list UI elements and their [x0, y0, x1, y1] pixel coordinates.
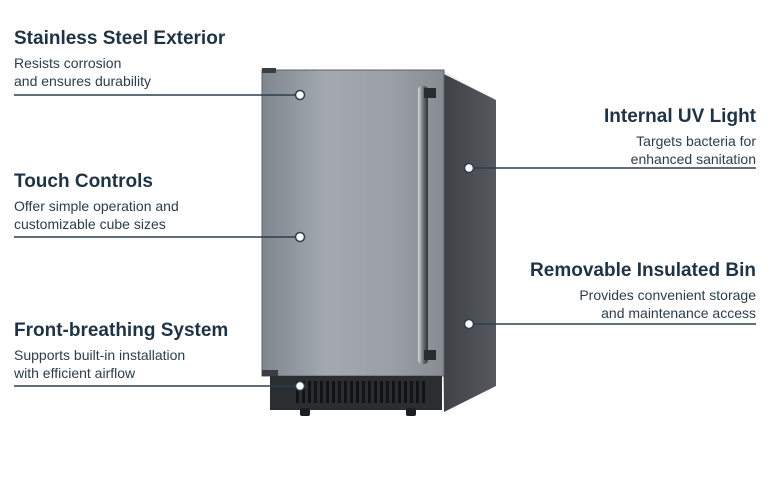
feature-insulated-bin: Removable Insulated Bin Provides conveni… — [496, 260, 756, 322]
vent-slat — [320, 381, 323, 403]
foot-right — [406, 408, 416, 416]
vent-slat — [380, 381, 383, 403]
vent-slat — [344, 381, 347, 403]
vent-slat — [332, 381, 335, 403]
vent-slat — [362, 381, 365, 403]
feature-title: Front-breathing System — [14, 320, 229, 341]
vent-slat — [410, 381, 413, 403]
door-hinge-bottom — [262, 370, 278, 376]
callout-dot-icon — [463, 162, 475, 174]
vent-slat — [308, 381, 311, 403]
vent-slat — [374, 381, 377, 403]
feature-uv-light: Internal UV Light Targets bacteria for e… — [496, 106, 756, 168]
feature-title: Stainless Steel Exterior — [14, 28, 226, 49]
feature-title: Removable Insulated Bin — [530, 260, 756, 281]
feature-touch-controls: Touch Controls Offer simple operation an… — [14, 171, 274, 233]
foot-left — [300, 408, 310, 416]
door-handle — [418, 86, 428, 364]
feature-description: Provides convenient storage and maintena… — [579, 287, 756, 321]
feature-description: Resists corrosion and ensures durability — [14, 55, 151, 89]
door-handle-mount-top — [424, 88, 436, 98]
feature-stainless-steel: Stainless Steel Exterior Resists corrosi… — [14, 28, 274, 90]
vent-slat — [302, 381, 305, 403]
feature-description: Supports built-in installation with effi… — [14, 347, 186, 381]
vent-slat — [326, 381, 329, 403]
feature-front-breathing: Front-breathing System Supports built-in… — [14, 320, 274, 382]
callout-dot-icon — [294, 231, 306, 243]
feature-description: Targets bacteria for enhanced sanitation — [630, 133, 756, 167]
door-handle-mount-bottom — [424, 350, 436, 360]
feature-title: Touch Controls — [14, 171, 153, 192]
door-panel — [261, 69, 445, 377]
vent-slat — [398, 381, 401, 403]
callout-dot-icon — [294, 89, 306, 101]
vent-slat — [386, 381, 389, 403]
vent-slat — [350, 381, 353, 403]
vent-slat — [416, 381, 419, 403]
cabinet-side-panel — [440, 72, 496, 412]
vent-slat — [368, 381, 371, 403]
vent-slat — [314, 381, 317, 403]
callout-dot-icon — [294, 380, 306, 392]
vent-slat — [338, 381, 341, 403]
feature-description: Offer simple operation and customizable … — [14, 198, 179, 232]
door-hinge-top — [262, 68, 276, 73]
callout-dot-icon — [463, 318, 475, 330]
vent-slat — [422, 381, 425, 403]
vent-slat — [392, 381, 395, 403]
vent-slat — [296, 381, 299, 403]
feature-title: Internal UV Light — [604, 106, 756, 127]
vent-grille — [296, 381, 425, 403]
vent-slat — [356, 381, 359, 403]
vent-slat — [404, 381, 407, 403]
